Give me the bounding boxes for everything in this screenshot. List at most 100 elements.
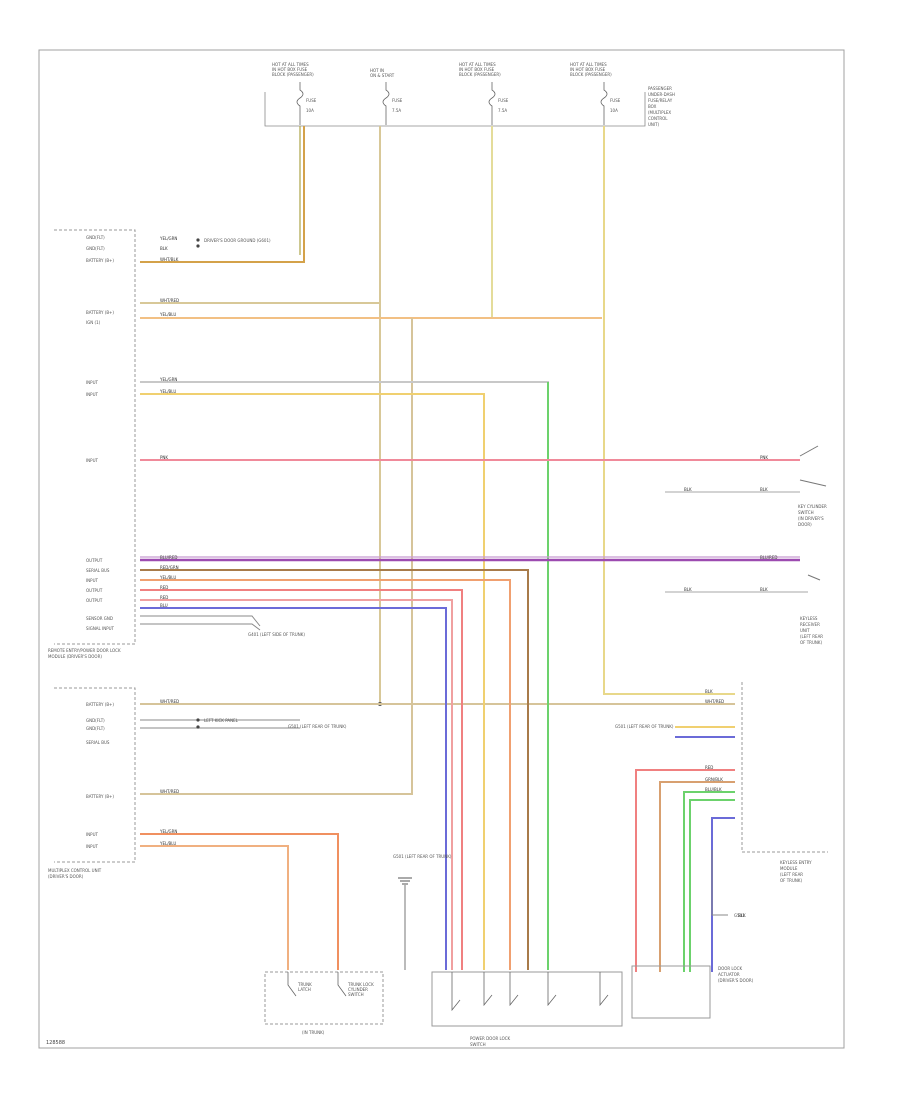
right-module: KEYLESS ENTRY MODULE (LEFT REAR OF TRUNK… — [734, 682, 828, 918]
power-door-lock-switch: POWER DOOR LOCK SWITCH — [431, 971, 623, 1047]
svg-text:UNIT: UNIT — [800, 628, 810, 633]
footer-code: 128588 — [46, 1040, 65, 1046]
svg-text:WHT/RED: WHT/RED — [705, 699, 724, 704]
svg-text:(DRIVER'S DOOR): (DRIVER'S DOOR) — [718, 978, 754, 983]
svg-text:REMOTE ENTRY/POWER DOOR LOCK: REMOTE ENTRY/POWER DOOR LOCK — [48, 648, 121, 653]
wire-red-1 — [140, 589, 463, 970]
svg-text:BLOCK (PASSENGER): BLOCK (PASSENGER) — [570, 72, 612, 77]
svg-text:UNDER-DASH: UNDER-DASH — [648, 92, 675, 97]
svg-text:BLU/RED: BLU/RED — [760, 555, 777, 560]
svg-text:YEL/GRN: YEL/GRN — [159, 829, 177, 834]
svg-text:KEY CYLINDER: KEY CYLINDER — [798, 504, 827, 509]
fuse-2: HOT IN ON & START FUSE 7.5A — [370, 68, 403, 125]
svg-text:(DRIVER'S DOOR): (DRIVER'S DOOR) — [48, 874, 84, 879]
trunk-latch-switch: TRUNK LATCH TRUNK LOCK CYLINDER SWITCH (… — [264, 971, 384, 1035]
svg-text:(LEFT REAR: (LEFT REAR — [780, 872, 803, 877]
wire-fuse1 — [140, 126, 305, 263]
svg-text:INPUT: INPUT — [86, 380, 99, 385]
svg-text:10A: 10A — [610, 108, 618, 113]
svg-text:DOOR LOCK: DOOR LOCK — [718, 966, 742, 971]
svg-text:RED: RED — [160, 585, 168, 590]
fuse-block: HOT AT ALL TIMES IN HOT BOX FUSE BLOCK (… — [264, 62, 675, 127]
svg-text:INPUT: INPUT — [86, 844, 99, 849]
svg-text:BLOCK (PASSENGER): BLOCK (PASSENGER) — [459, 72, 501, 77]
svg-text:(IN DRIVER'S: (IN DRIVER'S — [798, 516, 824, 521]
wires — [140, 126, 800, 972]
svg-text:KEYLESS ENTRY: KEYLESS ENTRY — [780, 860, 812, 865]
svg-text:GND(FLT): GND(FLT) — [86, 246, 105, 251]
svg-text:SWITCH: SWITCH — [470, 1042, 486, 1047]
svg-text:BLU/BLK: BLU/BLK — [705, 787, 722, 792]
svg-text:BLK: BLK — [160, 246, 168, 251]
svg-text:RED/GRN: RED/GRN — [160, 565, 179, 570]
fuse-3: HOT AT ALL TIMES IN HOT BOX FUSE BLOCK (… — [459, 62, 509, 125]
svg-text:BATTERY (B+): BATTERY (B+) — [86, 310, 114, 315]
svg-text:BLK: BLK — [738, 913, 746, 918]
svg-text:DRIVER'S DOOR GROUND (G601): DRIVER'S DOOR GROUND (G601) — [204, 238, 271, 243]
svg-text:FUSE: FUSE — [610, 98, 621, 103]
svg-text:SWITCH: SWITCH — [798, 510, 814, 515]
lower-module: MULTIPLEX CONTROL UNIT (DRIVER'S DOOR) B… — [48, 687, 136, 879]
ground-lower: LEFT KICK PANEL G501 (LEFT REAR OF TRUNK… — [196, 718, 347, 729]
svg-text:GND(FLT): GND(FLT) — [86, 726, 105, 731]
svg-text:WHT/BLK: WHT/BLK — [160, 257, 179, 262]
svg-text:INPUT: INPUT — [86, 832, 99, 837]
svg-text:YEL/BLU: YEL/BLU — [159, 312, 176, 317]
svg-text:DOOR): DOOR) — [798, 522, 812, 527]
wire-orn-lower-2 — [140, 845, 289, 970]
ground-driver-door: DRIVER'S DOOR GROUND (G601) — [196, 238, 271, 248]
svg-text:BLK: BLK — [684, 487, 692, 492]
svg-text:10A: 10A — [306, 108, 314, 113]
svg-text:TRUNK: TRUNK — [297, 982, 312, 987]
svg-text:IN HOT BOX FUSE: IN HOT BOX FUSE — [459, 67, 495, 72]
svg-text:PNK: PNK — [160, 455, 168, 460]
svg-text:OUTPUT: OUTPUT — [86, 558, 103, 563]
svg-text:BLOCK (PASSENGER): BLOCK (PASSENGER) — [272, 72, 314, 77]
wire-right-4 — [689, 799, 735, 972]
wire-yel-grn-1 — [140, 381, 549, 970]
svg-text:FUSE: FUSE — [392, 98, 403, 103]
svg-text:G501 (LEFT REAR OF TRUNK): G501 (LEFT REAR OF TRUNK) — [393, 854, 452, 859]
svg-text:KEYLESS: KEYLESS — [800, 616, 818, 621]
svg-text:WHT/RED: WHT/RED — [160, 699, 179, 704]
wire-right-2 — [659, 781, 735, 972]
svg-text:OF TRUNK): OF TRUNK) — [780, 878, 802, 883]
wire-fuse2 — [140, 126, 381, 304]
svg-text:YEL/GRN: YEL/GRN — [159, 236, 177, 241]
svg-text:BLK: BLK — [684, 587, 692, 592]
svg-text:G501 (LEFT REAR OF TRUNK): G501 (LEFT REAR OF TRUNK) — [615, 724, 674, 729]
wire-right-1 — [635, 769, 735, 972]
svg-text:MODULE (DRIVER'S DOOR): MODULE (DRIVER'S DOOR) — [48, 654, 102, 659]
svg-text:GND(FLT): GND(FLT) — [86, 235, 105, 240]
door-lock-actuator: DOOR LOCK ACTUATOR (DRIVER'S DOOR) — [631, 965, 754, 1019]
svg-text:BATTERY (B+): BATTERY (B+) — [86, 702, 114, 707]
svg-text:SENSOR GND: SENSOR GND — [86, 616, 113, 621]
left-module: REMOTE ENTRY/POWER DOOR LOCK MODULE (DRI… — [48, 229, 136, 659]
svg-text:PNK: PNK — [760, 455, 768, 460]
wire-yel-2 — [140, 393, 485, 970]
svg-text:G501 (LEFT REAR OF TRUNK): G501 (LEFT REAR OF TRUNK) — [288, 724, 347, 729]
svg-text:YEL/BLU: YEL/BLU — [159, 575, 176, 580]
svg-text:G401 (LEFT SIDE OF TRUNK): G401 (LEFT SIDE OF TRUNK) — [248, 632, 305, 637]
wire-blu — [140, 607, 447, 970]
svg-text:FUSE/RELAY: FUSE/RELAY — [648, 98, 673, 103]
svg-text:(LEFT REAR: (LEFT REAR — [800, 634, 823, 639]
svg-text:BLU: BLU — [160, 603, 168, 608]
svg-text:BOX: BOX — [648, 104, 657, 109]
svg-text:GRN/BLK: GRN/BLK — [705, 777, 723, 782]
svg-text:LEFT KICK PANEL: LEFT KICK PANEL — [204, 718, 239, 723]
svg-text:OUTPUT: OUTPUT — [86, 588, 103, 593]
svg-text:BLK: BLK — [760, 587, 768, 592]
svg-text:YEL/BLU: YEL/BLU — [159, 389, 176, 394]
svg-text:INPUT: INPUT — [86, 392, 99, 397]
wire-right-3 — [683, 791, 735, 972]
svg-text:LATCH: LATCH — [298, 987, 311, 992]
svg-text:UNIT): UNIT) — [648, 122, 660, 127]
svg-text:RECEIVER: RECEIVER — [800, 622, 820, 627]
svg-text:SERIAL BUS: SERIAL BUS — [86, 740, 110, 745]
svg-text:HOT AT ALL TIMES: HOT AT ALL TIMES — [570, 62, 607, 67]
svg-text:WHT/RED: WHT/RED — [160, 789, 179, 794]
key-cylinder-switch: KEY CYLINDER SWITCH (IN DRIVER'S DOOR) — [665, 445, 827, 527]
diagram-border — [38, 49, 845, 1049]
